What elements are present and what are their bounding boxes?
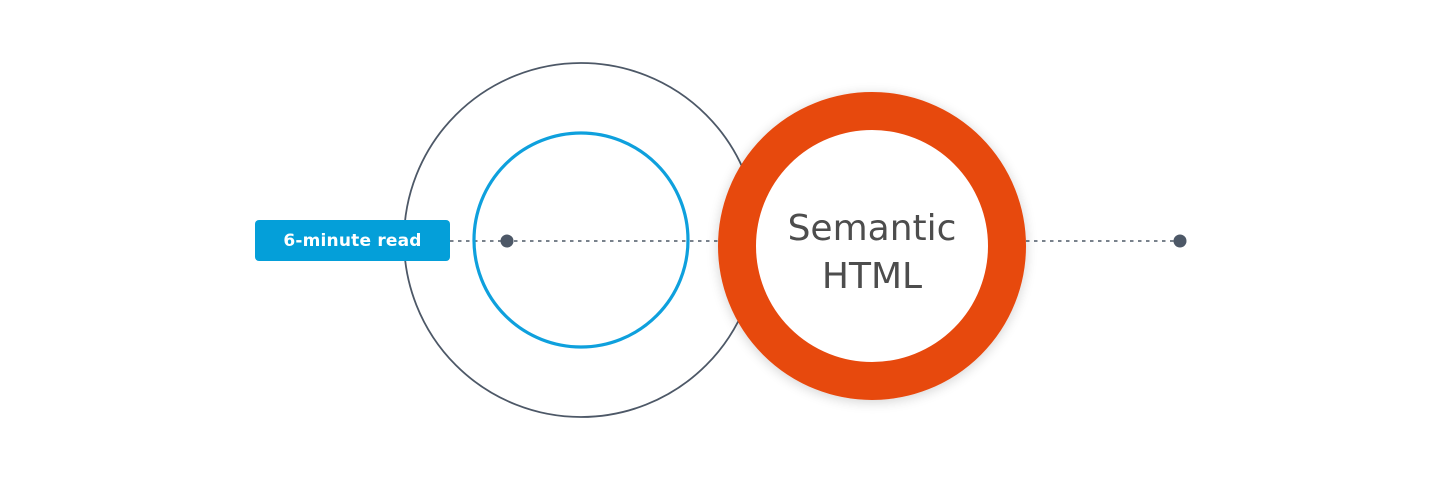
read-time-label: 6-minute read [283,230,422,251]
topic-title: Semantic HTML [757,198,987,308]
accent-ring-group [718,92,1026,400]
read-time-badge: 6-minute read [255,220,450,261]
inner-ring [472,131,690,349]
accent-ring [718,92,1026,400]
topic-title-line-1: Semantic [787,208,957,249]
accent-ring-fill [736,110,1008,382]
outer-ring [403,62,759,418]
topic-title-line-2: HTML [821,256,923,297]
right-dot-icon [1173,234,1187,248]
left-dot-icon [500,234,514,248]
